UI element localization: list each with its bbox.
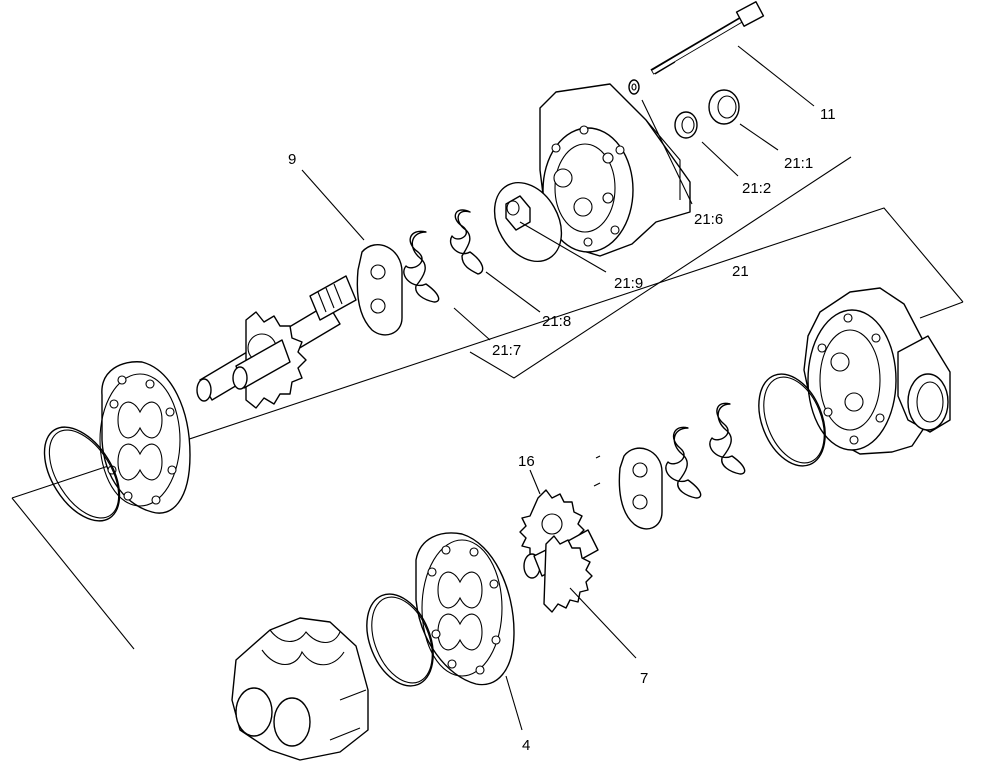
- o-ring-bottom: [366, 593, 434, 687]
- callout-9: 9: [288, 151, 296, 168]
- leader-21-6: [641, 99, 693, 205]
- callout-21-6: 21:6: [694, 211, 723, 228]
- leader-21-9: [519, 221, 607, 273]
- drive-gear-shaft: [196, 275, 357, 409]
- bolt-part: [650, 1, 765, 75]
- rear-plate-part: [99, 361, 191, 514]
- seal-21-8: [449, 209, 484, 275]
- seal-21-7: [403, 230, 440, 303]
- group-21-bracket: [469, 156, 852, 379]
- dowel-pin-2: [595, 455, 601, 459]
- leader-21-7: [453, 307, 491, 341]
- gear-shaft-7: [523, 529, 599, 613]
- group-main-bracket: [11, 207, 964, 499]
- dowel-pin: [593, 482, 601, 487]
- group-main-bracket-lower: [11, 497, 135, 650]
- callout-21-7: 21:7: [492, 342, 521, 359]
- leader-11: [737, 45, 815, 107]
- gasket-21-9: [493, 181, 563, 263]
- seal-21-1: [708, 89, 740, 125]
- callout-21-1: 21:1: [784, 155, 813, 172]
- leader-9: [301, 169, 365, 241]
- washer-21-6: [628, 79, 640, 95]
- leader-4: [505, 675, 523, 731]
- callout-4: 4: [522, 737, 530, 754]
- wear-plate-9: [356, 244, 403, 336]
- gear-housing-part: [231, 617, 369, 761]
- seal-right-b: [709, 402, 746, 475]
- group-main-bracket-right: [919, 301, 964, 319]
- wear-plate-right: [618, 447, 663, 530]
- leader-16: [529, 469, 541, 495]
- o-ring-right: [758, 373, 826, 467]
- callout-21: 21: [732, 263, 749, 280]
- leader-21-8: [485, 271, 541, 313]
- front-housing-part: [539, 83, 691, 257]
- seal-21-2: [674, 111, 698, 139]
- callout-21-8: 21:8: [542, 313, 571, 330]
- leader-21-2: [701, 141, 739, 177]
- seal-right-a: [665, 426, 702, 499]
- callout-7: 7: [640, 670, 648, 687]
- callout-21-9: 21:9: [614, 275, 643, 292]
- leader-7: [569, 587, 637, 659]
- rear-housing-part: [803, 287, 951, 455]
- callout-16: 16: [518, 453, 535, 470]
- o-ring-left: [43, 426, 121, 522]
- leader-21-1: [739, 123, 779, 151]
- callout-11: 11: [820, 106, 836, 123]
- adapter-plate-4: [415, 532, 515, 686]
- callout-21-2: 21:2: [742, 180, 771, 197]
